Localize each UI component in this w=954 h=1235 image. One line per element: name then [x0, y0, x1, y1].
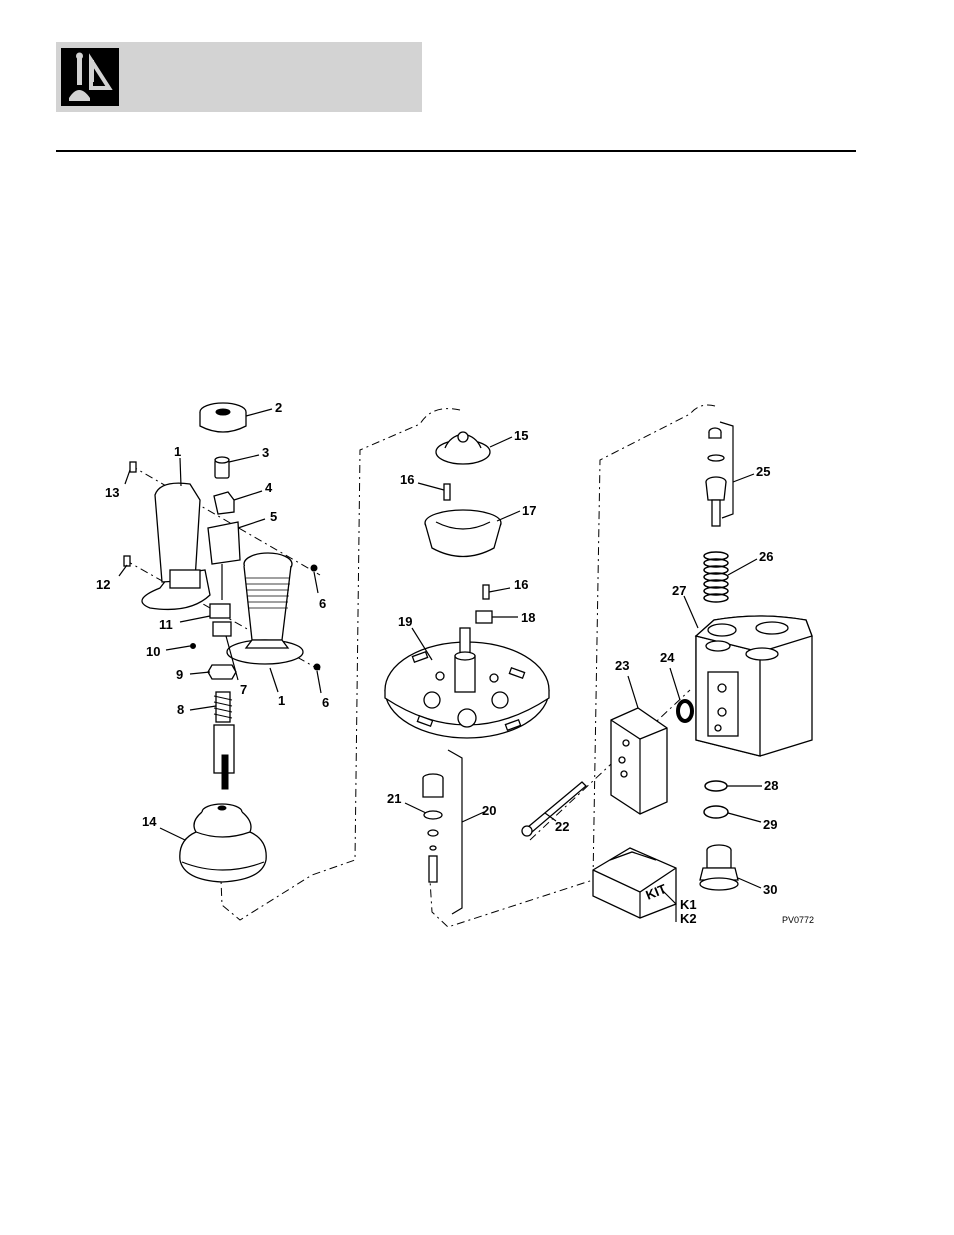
callout-1a: 1: [174, 444, 181, 459]
item-9-nut: [207, 664, 237, 680]
item-1-handle-right: [226, 552, 304, 665]
joystick-control-icon: [61, 48, 119, 106]
shaft: [213, 724, 235, 790]
callout-15: 15: [514, 428, 528, 443]
callout-17: 17: [522, 503, 536, 518]
callout-2: 2: [275, 400, 282, 415]
callout-6b: 6: [322, 695, 329, 710]
callout-4: 4: [265, 480, 273, 495]
item-27-valve-body: [694, 615, 813, 757]
callout-5: 5: [270, 509, 277, 524]
header-divider: [56, 150, 856, 152]
callout-24: 24: [660, 650, 675, 665]
item-21-valve: [422, 773, 444, 883]
callout-7: 7: [240, 682, 247, 697]
callout-16a: 16: [400, 472, 414, 487]
kit-box: KIT: [592, 847, 677, 919]
assembly-guide-line-5: [529, 689, 691, 841]
callout-22: 22: [555, 819, 569, 834]
leader-lines: [118, 408, 762, 922]
item-5-switch: [207, 521, 241, 600]
item-1-handle-left: [141, 482, 211, 611]
callout-11: 11: [159, 617, 173, 632]
callout-9: 9: [176, 667, 183, 682]
item-24-o-ring: [676, 699, 694, 723]
assembly-guide-line-2: [429, 404, 716, 928]
callout-12: 12: [96, 577, 110, 592]
assembly-guide-line-1: [219, 408, 461, 921]
small-screws-left: [123, 461, 321, 671]
callout-18: 18: [521, 610, 535, 625]
callout-26: 26: [759, 549, 773, 564]
figure-id: PV0772: [782, 915, 814, 925]
callout-10: 10: [146, 644, 160, 659]
callout-23: 23: [615, 658, 629, 673]
callout-3: 3: [262, 445, 269, 460]
item-15-cap: [435, 431, 491, 465]
header-banner: [56, 42, 422, 112]
item-8-spring: [213, 691, 233, 723]
item-18-block: [475, 610, 493, 624]
callout-1b: 1: [278, 693, 285, 708]
callout-labels: 1 2 3 4 5 13 12 6 11 10 9 7 1 6 8 14 15 …: [96, 400, 814, 926]
callout-29: 29: [763, 817, 777, 832]
callout-k2: K2: [680, 911, 697, 926]
callout-13: 13: [105, 485, 119, 500]
item-22-bolt: [521, 781, 587, 837]
item-28-29-o-rings: [703, 780, 729, 819]
callout-25: 25: [756, 464, 770, 479]
item-2-cap: [199, 402, 247, 433]
item-11-bracket: [209, 603, 231, 619]
item-3-bushing: [214, 456, 230, 479]
kit-box-label: KIT: [644, 881, 669, 903]
item-4-button: [213, 491, 235, 515]
item-14-boot: [179, 803, 267, 883]
callout-k1: K1: [680, 897, 697, 912]
assembly-guide-line-3: [129, 464, 321, 576]
callout-20: 20: [482, 803, 496, 818]
post: [454, 627, 476, 693]
item-25-plunger: [705, 427, 727, 527]
callout-8: 8: [177, 702, 184, 717]
item-30-plug: [699, 844, 739, 891]
callout-28: 28: [764, 778, 778, 793]
callout-30: 30: [763, 882, 777, 897]
callout-14: 14: [142, 814, 157, 829]
callout-19: 19: [398, 614, 412, 629]
callout-6a: 6: [319, 596, 326, 611]
callout-27: 27: [672, 583, 686, 598]
callout-16b: 16: [514, 577, 528, 592]
item-17-housing: [424, 509, 502, 558]
item-26-spring: [703, 551, 729, 603]
callout-21: 21: [387, 791, 401, 806]
item-7-collar: [212, 621, 232, 637]
item-23-block: [610, 707, 668, 815]
